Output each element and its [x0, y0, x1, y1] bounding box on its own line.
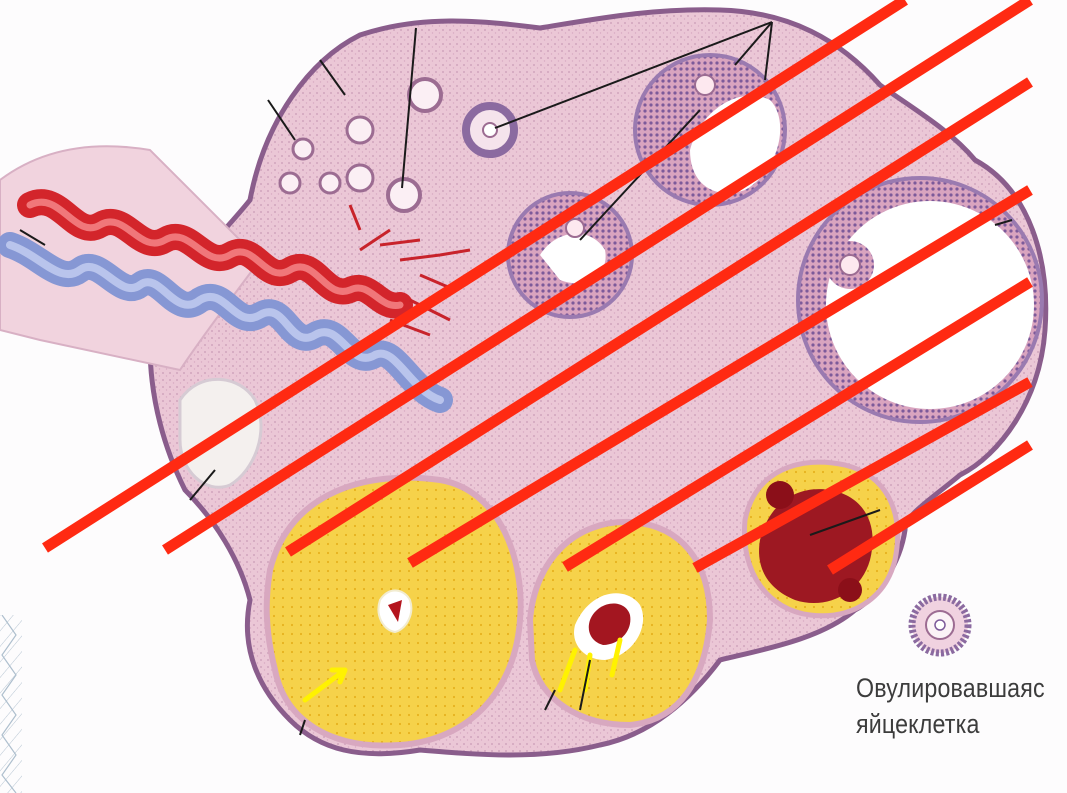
caption-line-2: яйцеклетка — [856, 706, 1032, 742]
diagonal-lines-icon — [0, 615, 22, 793]
caption-line-1: Овулировавшаяс — [856, 670, 1032, 706]
ovulated-oocyte — [912, 597, 968, 653]
corpus-luteum-2 — [530, 522, 710, 725]
ovulated-oocyte-label: Овулировавшаяс яйцеклетка — [856, 670, 1032, 742]
